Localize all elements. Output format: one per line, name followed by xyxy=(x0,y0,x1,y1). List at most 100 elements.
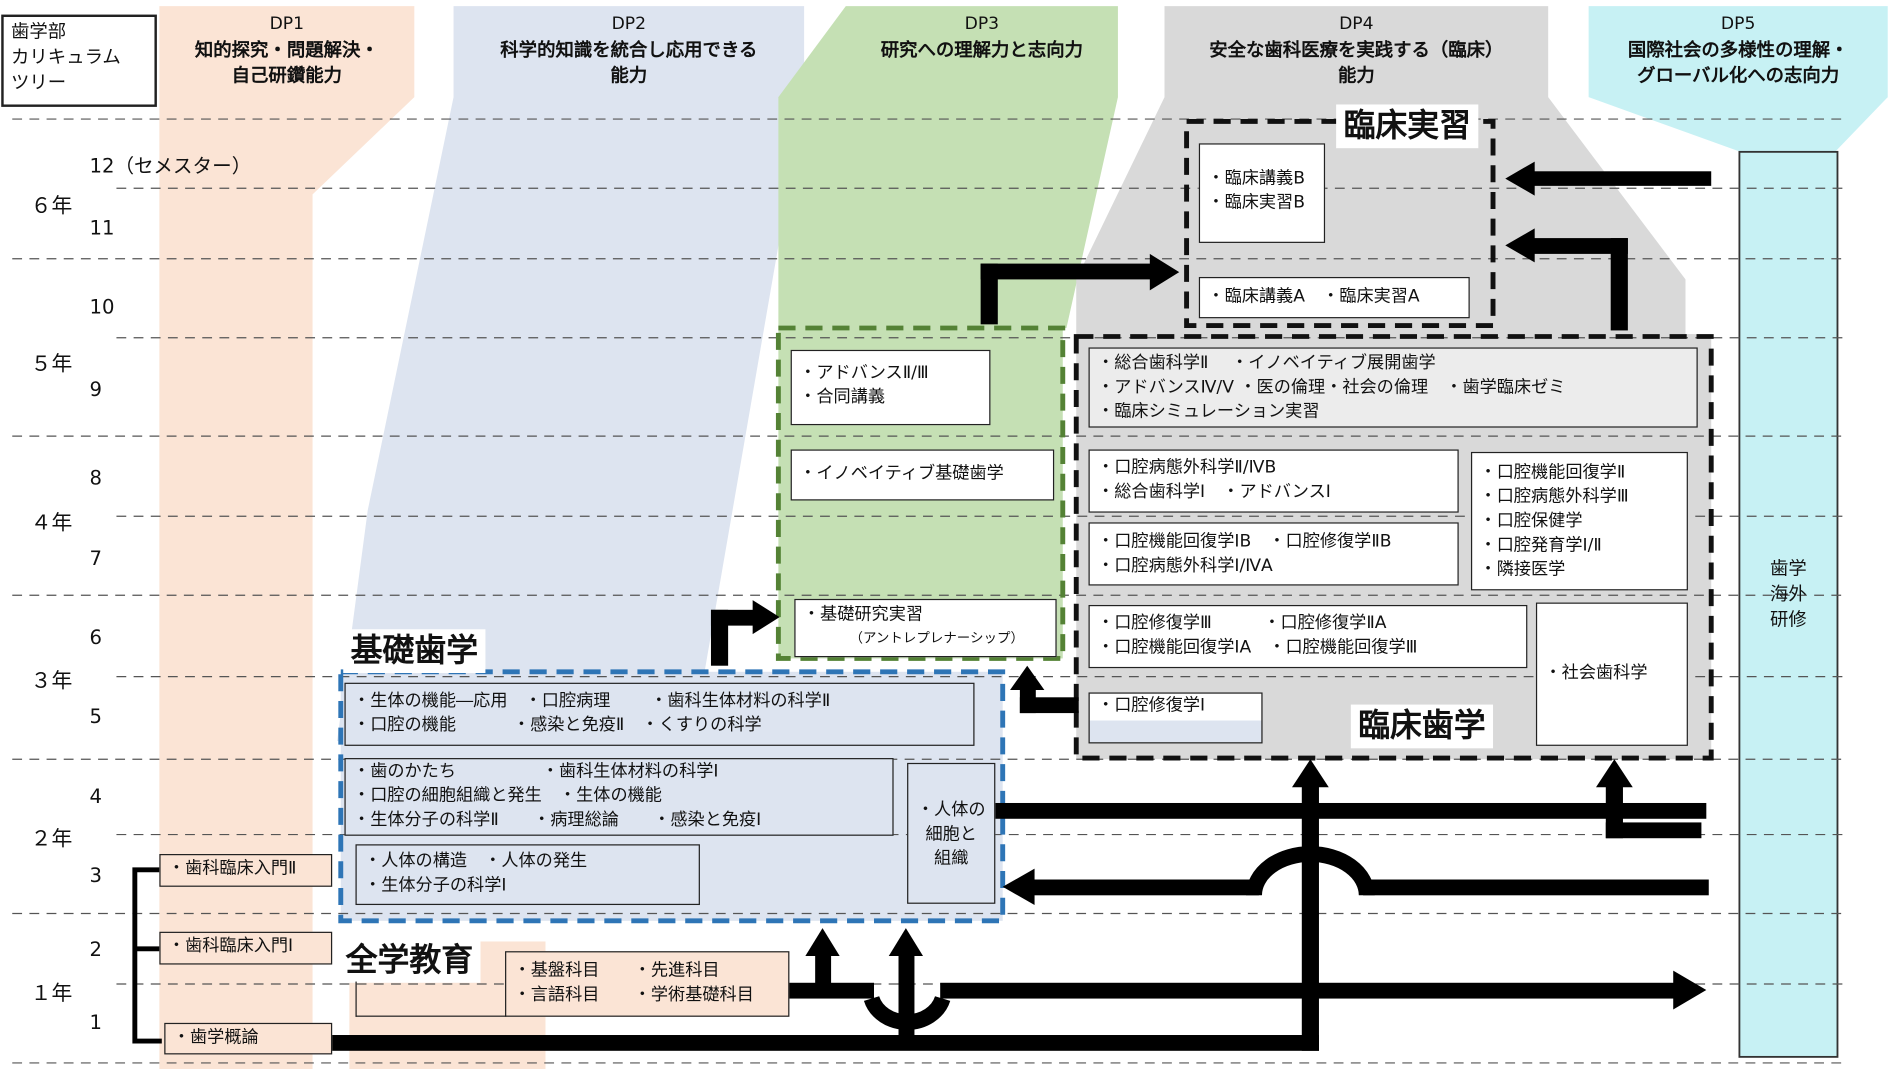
dp4-code: DP4 xyxy=(1339,14,1374,35)
year-5-label: ５年 xyxy=(30,352,73,377)
general-education-box: ・基盤科目 ・先進科目 ・言語科目 ・学術基礎科目 xyxy=(505,951,790,1017)
general-education-line-1: ・基盤科目 ・先進科目 xyxy=(513,960,720,981)
clinical-practice-border xyxy=(1184,119,1496,328)
oral-restoration-1-box: ・口腔修復学Ⅰ xyxy=(1088,692,1263,744)
arrows xyxy=(330,161,1712,1051)
tree-label-line-3: ツリー xyxy=(11,71,67,94)
biological-function-line-2: ・口腔の機能 ・感染と免疫Ⅱ ・くすりの科学 xyxy=(353,715,762,735)
general-dentistry-box: ・総合歯科学Ⅱ ・イノベイティブ展開歯学 ・アドバンスⅣ/Ⅴ ・医の倫理・社会の… xyxy=(1088,347,1698,428)
semester-9-label: 9 xyxy=(89,377,102,401)
oral-health: ・口腔保健学 xyxy=(1479,511,1583,531)
clinical-intro-1: ・歯科臨床入門Ⅰ xyxy=(167,936,294,957)
semester-5-label: 5 xyxy=(89,704,102,728)
human-structure-line-2: ・生体分子の科学Ⅰ xyxy=(364,875,507,896)
semester-2-label: 2 xyxy=(89,937,102,961)
social-dentistry-box: ・社会歯科学 xyxy=(1535,602,1688,746)
innovative-basic-box: ・イノベイティブ基礎歯学 xyxy=(790,449,1055,501)
dp5-line-1: 国際社会の多様性の理解・ xyxy=(1627,38,1849,61)
semester-12-label: 12（セメスター） xyxy=(89,154,252,178)
curriculum-tree-label: 歯学部 カリキュラム ツリー xyxy=(1,14,157,107)
dp3-green-border xyxy=(775,325,1066,661)
clinical-lecture-b-box: ・臨床講義B ・臨床実習B xyxy=(1198,143,1326,243)
general-dentistry-1: ・総合歯科学Ⅰ ・アドバンスⅠ xyxy=(1097,482,1331,502)
human-structure-box: ・人体の構造 ・人体の発生 ・生体分子の科学Ⅰ xyxy=(355,844,700,906)
dp5-column xyxy=(1738,150,1839,1058)
basic-dentistry-border xyxy=(338,669,1006,924)
dp1-heading: DP1 知的探究・問題解決・ 自己研鑽能力 xyxy=(159,12,414,89)
semester-11-label: 11 xyxy=(89,216,115,240)
dp2-line-2: 能力 xyxy=(610,64,648,87)
dp2-band xyxy=(337,6,805,742)
semester-1-label: 1 xyxy=(89,1010,102,1034)
semester-10-label: 10 xyxy=(89,295,115,319)
clinical-a-box: ・臨床講義A ・臨床実習A xyxy=(1198,276,1470,319)
clinical-intro-2-box: ・歯科臨床入門Ⅱ xyxy=(159,854,333,887)
clinical-dentistry-title: 臨床歯学 xyxy=(1350,704,1494,749)
oral-function-recovery-2: ・口腔機能回復学Ⅱ xyxy=(1479,462,1626,483)
dp1-band xyxy=(159,6,415,1069)
basic-research-practice: ・基礎研究実習 xyxy=(802,604,924,625)
dp2-code: DP2 xyxy=(611,14,647,35)
basic-dentistry-title: 基礎歯学 xyxy=(343,629,486,673)
clinical-intro-1-box: ・歯科臨床入門Ⅰ xyxy=(159,931,333,965)
general-education-line-2: ・言語科目 ・学術基礎科目 xyxy=(513,985,754,1005)
dp5-band xyxy=(1588,6,1888,152)
year-2-label: ２年 xyxy=(30,827,73,852)
dp2-heading: DP2 科学的知識を統合し応用できる 能力 xyxy=(454,12,805,89)
advance-2-3: ・アドバンスⅡ/Ⅲ xyxy=(799,363,929,383)
dp1-line-1: 知的探究・問題解決・ xyxy=(194,38,379,61)
dp5-heading: DP5 国際社会の多様性の理解・ グローバル化への志向力 xyxy=(1589,12,1888,89)
dp3-code: DP3 xyxy=(964,14,1000,35)
general-dentistry-line-2: ・アドバンスⅣ/Ⅴ ・医の倫理・社会の倫理 ・歯学臨床ゼミ xyxy=(1097,377,1566,398)
dentistry-overview-box: ・歯学概論 xyxy=(164,1022,333,1055)
oral-restoration-1: ・口腔修復学Ⅰ xyxy=(1097,696,1206,716)
semester-8-label: 8 xyxy=(89,466,102,490)
human-cells-line-1: ・人体の xyxy=(916,800,986,820)
general-dentistry-line-3: ・臨床シミュレーション実習 xyxy=(1097,402,1320,422)
oral-function-2-box: ・口腔機能回復学Ⅱ ・口腔病態外科学Ⅲ ・口腔保健学 ・口腔発育学Ⅰ/Ⅱ ・隣接… xyxy=(1470,451,1688,591)
semester-6-label: 6 xyxy=(89,625,102,649)
human-cells-line-2: 細胞と xyxy=(925,824,977,845)
oral-function-1b-box: ・口腔機能回復学ⅠB ・口腔修復学ⅡB ・口腔病態外科学Ⅰ/ⅣA xyxy=(1088,522,1459,586)
dp5-code: DP5 xyxy=(1720,14,1756,35)
oral-pathology-surgery-1: ・口腔病態外科学Ⅰ/ⅣA xyxy=(1097,556,1273,576)
intro-bracket xyxy=(132,867,162,1044)
general-education-underline xyxy=(355,981,507,1017)
biological-function-line-1: ・生体の機能―応用 ・口腔病理 ・歯科生体材料の科学Ⅱ xyxy=(353,691,831,711)
semester-4-label: 4 xyxy=(89,784,102,808)
social-dentistry: ・社会歯科学 xyxy=(1544,663,1648,683)
general-education-title: 全学教育 xyxy=(338,939,481,983)
dp1-line-2: 自己研鑽能力 xyxy=(231,64,342,87)
clinical-practice-b: ・臨床実習B xyxy=(1207,193,1305,213)
dentistry-overview: ・歯学概論 xyxy=(172,1027,259,1048)
oral-function-1a: ・口腔機能回復学ⅠA ・口腔機能回復学Ⅲ xyxy=(1097,637,1418,658)
year-6-label: ６年 xyxy=(30,194,73,219)
oral-pathology-surgery-3: ・口腔病態外科学Ⅲ xyxy=(1479,487,1629,507)
dp5-line-2: グローバル化への志向力 xyxy=(1637,64,1840,87)
human-cells-line-3: 組織 xyxy=(934,849,969,869)
clinical-dentistry-border xyxy=(1073,334,1714,761)
oral-restoration-3-box: ・口腔修復学Ⅲ ・口腔修復学ⅡA ・口腔機能回復学ⅠA ・口腔機能回復学Ⅲ xyxy=(1088,604,1528,669)
dp2-line-1: 科学的知識を統合し応用できる xyxy=(500,38,758,61)
dp3-heading: DP3 研究への理解力と志向力 xyxy=(846,12,1118,63)
basic-research-box: ・基礎研究実習 （アントレプレナーシップ） xyxy=(794,598,1057,658)
joint-lecture: ・合同講義 xyxy=(799,387,886,407)
oral-restoration-3: ・口腔修復学Ⅲ ・口腔修復学ⅡA xyxy=(1097,613,1387,633)
year-1-label: １年 xyxy=(30,981,73,1006)
entrepreneurship: （アントレプレナーシップ） xyxy=(849,630,1024,647)
adjacent-medicine: ・隣接医学 xyxy=(1479,560,1566,580)
biological-function-box: ・生体の機能―応用 ・口腔病理 ・歯科生体材料の科学Ⅱ ・口腔の機能 ・感染と免… xyxy=(344,682,975,746)
tree-label-line-1: 歯学部 xyxy=(11,20,67,43)
innovative-basic-dentistry: ・イノベイティブ基礎歯学 xyxy=(799,464,1004,484)
semester-3-label: 3 xyxy=(89,863,102,887)
tooth-shape-line-3: ・生体分子の科学Ⅱ ・病理総論 ・感染と免疫Ⅰ xyxy=(353,810,762,830)
dp3-line-1: 研究への理解力と志向力 xyxy=(880,38,1083,61)
clinical-lecture-b: ・臨床講義B xyxy=(1207,168,1305,189)
dp3-band xyxy=(778,6,1118,328)
overseas-line-3: 研修 xyxy=(1770,608,1807,631)
oral-growth-1-2: ・口腔発育学Ⅰ/Ⅱ xyxy=(1479,535,1602,556)
oral-function-1b: ・口腔機能回復学ⅠB ・口腔修復学ⅡB xyxy=(1097,532,1392,552)
clinical-a: ・臨床講義A ・臨床実習A xyxy=(1207,286,1420,307)
